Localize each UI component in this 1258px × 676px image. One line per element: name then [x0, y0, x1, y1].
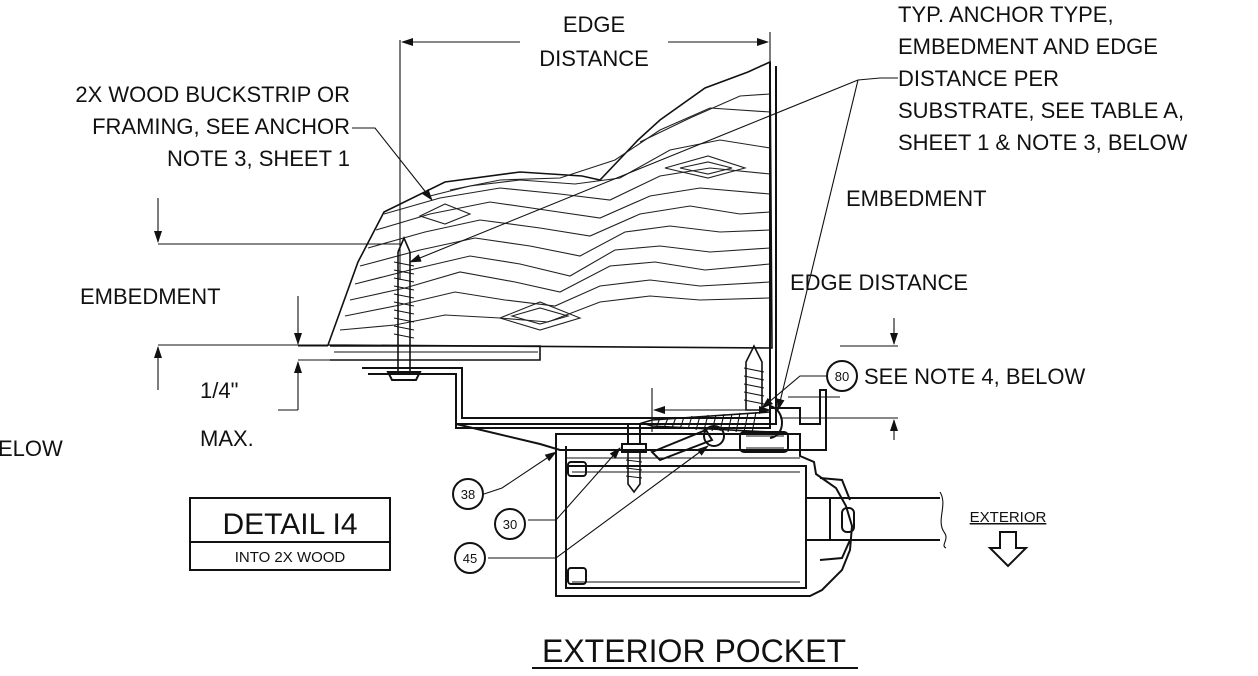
see-note-4-label: SEE NOTE 4, BELOW: [864, 364, 1086, 389]
gap-label-2: MAX.: [200, 426, 254, 451]
anchor-note-line-3: DISTANCE PER: [898, 66, 1059, 91]
glazing-bead: [650, 425, 725, 462]
edge-distance-right-dimension: [780, 318, 898, 440]
embedment-left-dimension: [154, 198, 400, 390]
embedment-right-label: EMBEDMENT: [846, 186, 987, 211]
anchor-note-line-4: SUBSTRATE, SEE TABLE A,: [898, 98, 1184, 123]
anchor-note-line-2: EMBEDMENT AND EDGE: [898, 34, 1158, 59]
buckstrip-note-line-2: FRAMING, SEE ANCHOR: [92, 114, 350, 139]
anchor-note-line-1: TYP. ANCHOR TYPE,: [898, 2, 1114, 27]
callout-80: 80: [826, 360, 858, 392]
wood-screw-horizontal: [639, 405, 783, 439]
leader-lines: [352, 77, 898, 559]
svg-text:38: 38: [461, 487, 475, 502]
buckstrip-note-line-3: NOTE 3, SHEET 1: [167, 146, 350, 171]
self-drilling-screw: [743, 344, 765, 411]
detail-box: DETAIL I4 INTO 2X WOOD: [189, 497, 391, 571]
edge-distance-right-label: EDGE DISTANCE: [790, 270, 968, 295]
edge-distance-top-label-1: EDGE: [563, 12, 625, 37]
callout-38: 38: [452, 478, 484, 510]
exterior-label: EXTERIOR: [970, 509, 1047, 526]
callout-45: 45: [454, 542, 486, 574]
edge-distance-top-label-2: DISTANCE: [539, 46, 649, 71]
buckstrip-note-line-1: 2X WOOD BUCKSTRIP OR: [75, 82, 350, 107]
svg-text:45: 45: [463, 551, 477, 566]
gap-label-1: 1/4": [200, 378, 238, 403]
subframe-profile: [362, 62, 827, 451]
clipped-text-left: ELOW: [0, 436, 63, 461]
frame-fastener: [621, 423, 647, 494]
callout-30: 30: [494, 508, 526, 540]
svg-text:30: 30: [503, 517, 517, 532]
exterior-arrow-icon: [987, 531, 1029, 568]
section-title: EXTERIOR POCKET: [542, 633, 846, 669]
wood-buckstrip: [326, 60, 773, 361]
quarter-inch-gap-dimension: [278, 296, 330, 411]
frame-extrusion: [555, 431, 947, 597]
svg-text:80: 80: [835, 369, 849, 384]
detail-subtitle: INTO 2X WOOD: [235, 549, 346, 566]
anchor-note-line-5: SHEET 1 & NOTE 3, BELOW: [898, 130, 1188, 155]
embedment-left-label: EMBEDMENT: [80, 284, 221, 309]
detail-title: DETAIL I4: [222, 508, 357, 541]
